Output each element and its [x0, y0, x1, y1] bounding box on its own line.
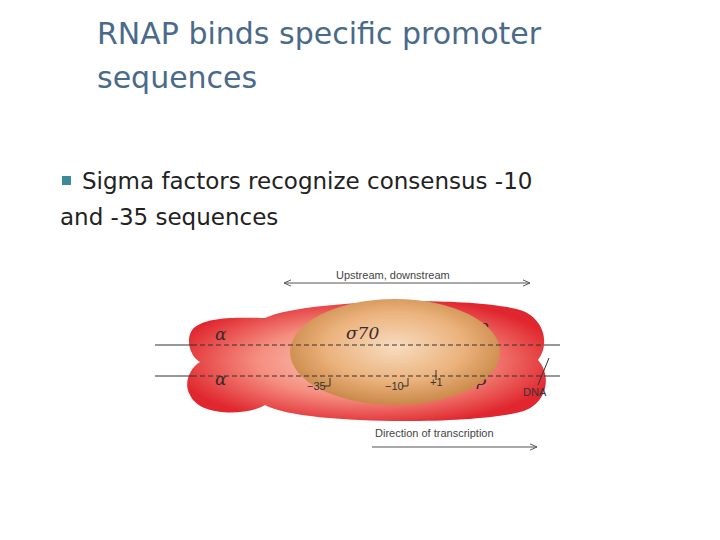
- dna-strand: [155, 345, 192, 346]
- position-label: +1: [430, 376, 443, 388]
- transcription-arrow: [372, 447, 537, 448]
- rna-polymerase-body: αβαβ′σ70: [185, 298, 550, 426]
- bullet-square: [62, 176, 71, 185]
- axis-label: Direction of transcription: [375, 427, 494, 439]
- bullet-text: Sigma factors recognize consensus -10 an…: [60, 163, 580, 235]
- dna-strand: [545, 376, 560, 377]
- dna-strand: [192, 376, 545, 377]
- dna-strand: [545, 345, 560, 346]
- upstream-downstream-arrow: [284, 283, 530, 284]
- subunit-label: σ70: [346, 323, 379, 343]
- dna-strand: [192, 345, 545, 346]
- position-label: −35: [307, 380, 326, 392]
- sigma-ellipse: [290, 299, 500, 405]
- dna-strand: [155, 376, 192, 377]
- position-label: −10: [385, 380, 404, 392]
- dna-label: DNA: [523, 386, 546, 398]
- axis-label: Upstream, downstream: [336, 269, 450, 281]
- dna-break-slash: [538, 358, 549, 385]
- subunit-label: α: [215, 324, 226, 344]
- subunit-label: α: [215, 369, 226, 389]
- slide-title: RNAP binds specific promoter sequences: [97, 12, 657, 100]
